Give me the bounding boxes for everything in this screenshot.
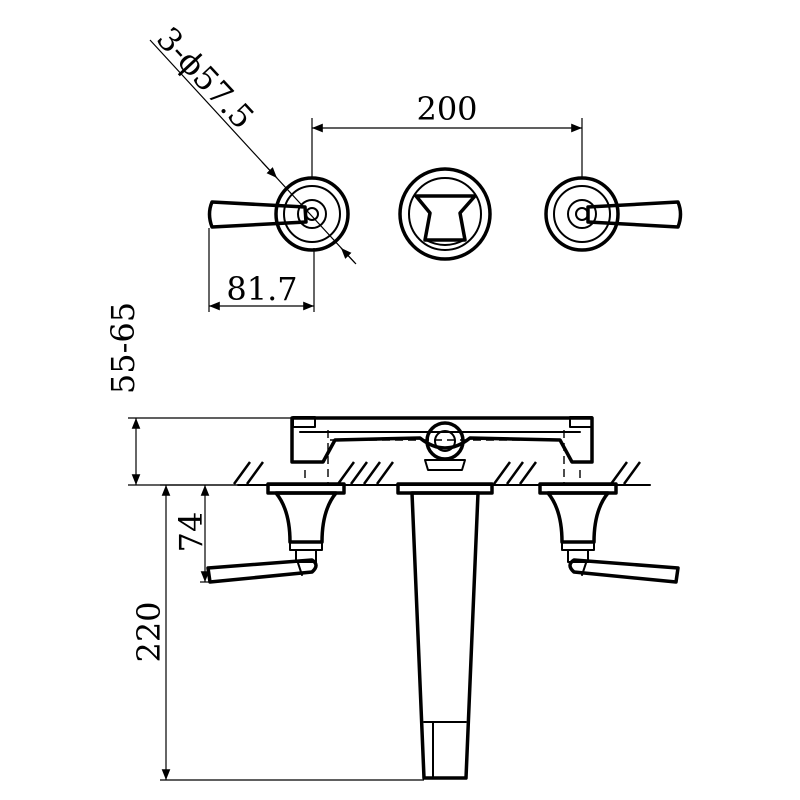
handle-drop-label: 74	[172, 512, 210, 553]
handle-drop-dimension: 74	[172, 484, 240, 583]
right-handle-side	[538, 482, 680, 584]
center-distance-dimension: 200	[311, 90, 583, 178]
wall-hatch-line	[362, 461, 382, 485]
spout-projection-label: 220	[130, 601, 168, 662]
wall-hatch-line	[375, 461, 395, 485]
wall-hatching	[232, 461, 651, 486]
right-handle-rosette	[544, 176, 620, 252]
spout-side	[396, 482, 494, 780]
handle-length-dimension: 81.7	[208, 228, 315, 312]
front-view: 200 81.7 3-ϕ57.5	[149, 20, 683, 312]
handle-length-label: 81.7	[226, 270, 297, 308]
hole-diameter-dimension: 3-ϕ57.5	[149, 20, 357, 265]
wall-thickness-label: 55-65	[104, 302, 142, 394]
left-lever-handle	[207, 200, 308, 229]
left-handle-side	[206, 482, 346, 584]
wall-hatch-line	[232, 461, 252, 485]
right-lever-handle	[586, 200, 683, 229]
concealed-valve-body	[290, 416, 594, 485]
spout-projection-dimension: 220	[130, 484, 424, 781]
side-view: 55-65 74 220	[104, 302, 680, 781]
wall-hatch-line	[518, 461, 538, 485]
center-spout-rosette	[398, 167, 492, 261]
center-distance-label: 200	[416, 90, 477, 128]
wall-hatch-line	[245, 461, 265, 485]
wall-hatch-line	[336, 461, 356, 485]
wall-hatch-line	[505, 461, 525, 485]
wall-thickness-dimension: 55-65	[104, 302, 292, 486]
wall-hatch-line	[609, 461, 629, 485]
hole-diameter-label: 3-ϕ57.5	[149, 20, 262, 137]
wall-hatch-line	[349, 461, 369, 485]
wall-hatch-line	[622, 461, 642, 485]
wall-hatch-line	[492, 461, 512, 485]
